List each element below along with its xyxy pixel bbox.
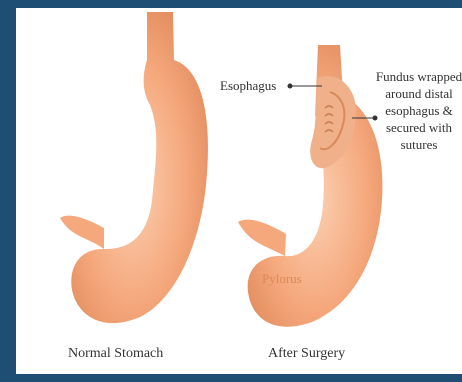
fundus-label-line: secured with (372, 119, 462, 136)
normal-stomach-caption: Normal Stomach (68, 346, 163, 362)
after-surgery-caption: After Surgery (268, 346, 345, 362)
fundus-label-line: around distal (372, 85, 462, 102)
pylorus-label: Pylorus (262, 271, 302, 287)
esophagus-label: Esophagus (220, 78, 276, 94)
fundus-label: Fundus wrapped around distal esophagus &… (372, 68, 462, 153)
normal-stomach (60, 12, 208, 323)
fundus-label-line: sutures (372, 136, 462, 153)
fundus-label-line: Fundus wrapped (372, 68, 462, 85)
fundus-label-line: esophagus & (372, 102, 462, 119)
